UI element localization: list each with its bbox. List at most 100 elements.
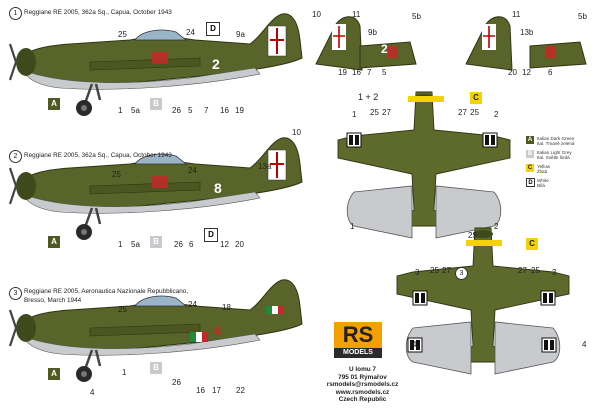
callout: 12 — [522, 68, 531, 77]
callout: 24 — [188, 166, 197, 175]
legend-d-line2: Bílá — [537, 183, 545, 188]
callout: 25 — [531, 266, 540, 275]
callout: 9b — [368, 28, 377, 37]
callout: 2 — [494, 222, 499, 231]
callout: 25 — [430, 266, 439, 275]
color-b-badge: B — [150, 362, 162, 374]
callout: 25 — [370, 108, 379, 117]
callout: 11 — [512, 10, 521, 19]
callout: 2 — [494, 110, 499, 119]
legend-a-line2: Ital. Tmavě zelená — [537, 141, 575, 146]
callout: 11 — [352, 10, 361, 19]
callout: 25 — [118, 30, 127, 39]
profile-caption-3-line1: Reggiane RE 2005, Aeronautica Nazionale … — [24, 288, 189, 295]
callout: 10 — [292, 128, 301, 137]
callout: 16 — [196, 386, 205, 395]
rs-models-logo: RS — [342, 322, 374, 347]
callout: 5 — [382, 68, 387, 77]
callout: 27 — [382, 108, 391, 117]
legend-a-line1: Italian Dark Green — [537, 136, 575, 141]
color-a-badge: A — [48, 98, 60, 110]
callout: 9a — [236, 30, 245, 39]
profile-caption-3-line2: Bresso, March 1944 — [24, 297, 82, 304]
profile-number-3: 3 — [9, 287, 22, 300]
legend-d-line1: White — [537, 178, 549, 183]
callout: 20 — [508, 68, 517, 77]
callout: 16 — [352, 68, 361, 77]
legend-b-line1: Italian Light Grey — [537, 150, 572, 155]
legend-swatch-b: B — [526, 150, 534, 158]
aircraft-code-2: 8 — [214, 180, 222, 196]
callout: 25 — [470, 108, 479, 117]
callout: 25 — [112, 170, 121, 179]
callout: 19 — [338, 68, 347, 77]
tail-code: 2 — [381, 42, 388, 56]
profile-caption-2: Reggiane RE 2005, 362a Sq., Capua, Octob… — [24, 152, 172, 159]
callout: 6 — [189, 240, 194, 249]
legend-swatch-a: A — [526, 136, 534, 144]
callout: 24 — [188, 300, 197, 309]
plan-view-number: 3 — [455, 267, 468, 280]
callout: 26 — [174, 240, 183, 249]
profile-number-2: 2 — [9, 150, 22, 163]
callout: 27 — [518, 266, 527, 275]
legend-b-line2: Ital. Světle šedá — [537, 155, 570, 160]
profile-caption-1: Reggiane RE 2005, 362a Sq., Capua, Octob… — [24, 9, 172, 16]
callout: 26 — [172, 378, 181, 387]
address-line: U lomu 7 — [349, 366, 376, 373]
callout: 3 — [415, 268, 420, 277]
callout: 5 — [188, 106, 193, 115]
callout: 24 — [186, 28, 195, 37]
callout: 4 — [582, 340, 587, 349]
address-line: www.rsmodels.cz — [335, 388, 390, 396]
rs-models-logo-sub: MODELS — [343, 349, 373, 356]
callout: 7 — [204, 106, 209, 115]
address-line: 795 01 Rýmařov — [338, 373, 387, 381]
callout: 18 — [222, 303, 231, 312]
callout: 5a — [131, 106, 140, 115]
color-b-badge: B — [150, 98, 162, 110]
legend-c-line1: Yellow — [537, 164, 551, 169]
callout: 23 — [468, 231, 477, 240]
legend-swatch-d: D — [526, 178, 535, 187]
aircraft-code-1: 2 — [212, 56, 220, 72]
color-d-badge: D — [206, 22, 220, 36]
callout: 3 — [552, 268, 557, 277]
callout: 1 — [350, 222, 355, 231]
callout: 1 — [352, 110, 357, 119]
address-line: rsmodels@rsmodels.cz — [326, 381, 399, 389]
callout: 26 — [172, 106, 181, 115]
callout: 4 — [90, 388, 95, 397]
callout: 25 — [118, 305, 127, 314]
address-block: U lomu 7 795 01 Rýmařov rsmodels@rsmodel… — [325, 366, 400, 404]
callout: 27 — [458, 108, 467, 117]
callout: 16 — [220, 106, 229, 115]
callout: 17 — [212, 386, 221, 395]
callout: 1 — [118, 106, 123, 115]
color-a-badge: A — [48, 368, 60, 380]
callout: 5a — [131, 240, 140, 249]
callout: 12 — [220, 240, 229, 249]
callout: 6 — [548, 68, 553, 77]
callout: 1 — [122, 368, 127, 377]
color-a-badge: A — [48, 236, 60, 248]
callout: 13a — [258, 162, 272, 171]
callout: 7 — [367, 68, 372, 77]
callout: 27 — [442, 266, 451, 275]
profile-number-1: 1 — [9, 7, 22, 20]
aircraft-code-3: 4 — [214, 324, 221, 338]
callout: 1 — [118, 240, 123, 249]
callout: 19 — [235, 106, 244, 115]
legend-c-line2: Žlutá — [537, 169, 548, 174]
callout: 5b — [412, 12, 421, 21]
color-d-badge: D — [204, 228, 218, 242]
callout: 20 — [235, 240, 244, 249]
callout: 22 — [236, 386, 245, 395]
color-c-badge: C — [470, 92, 482, 104]
plan-view-label: 1 + 2 — [358, 92, 379, 102]
address-line: Czech Republic — [338, 396, 387, 404]
callout: 10 — [312, 10, 321, 19]
color-c-badge: C — [526, 238, 538, 250]
legend-swatch-c: C — [526, 164, 534, 172]
